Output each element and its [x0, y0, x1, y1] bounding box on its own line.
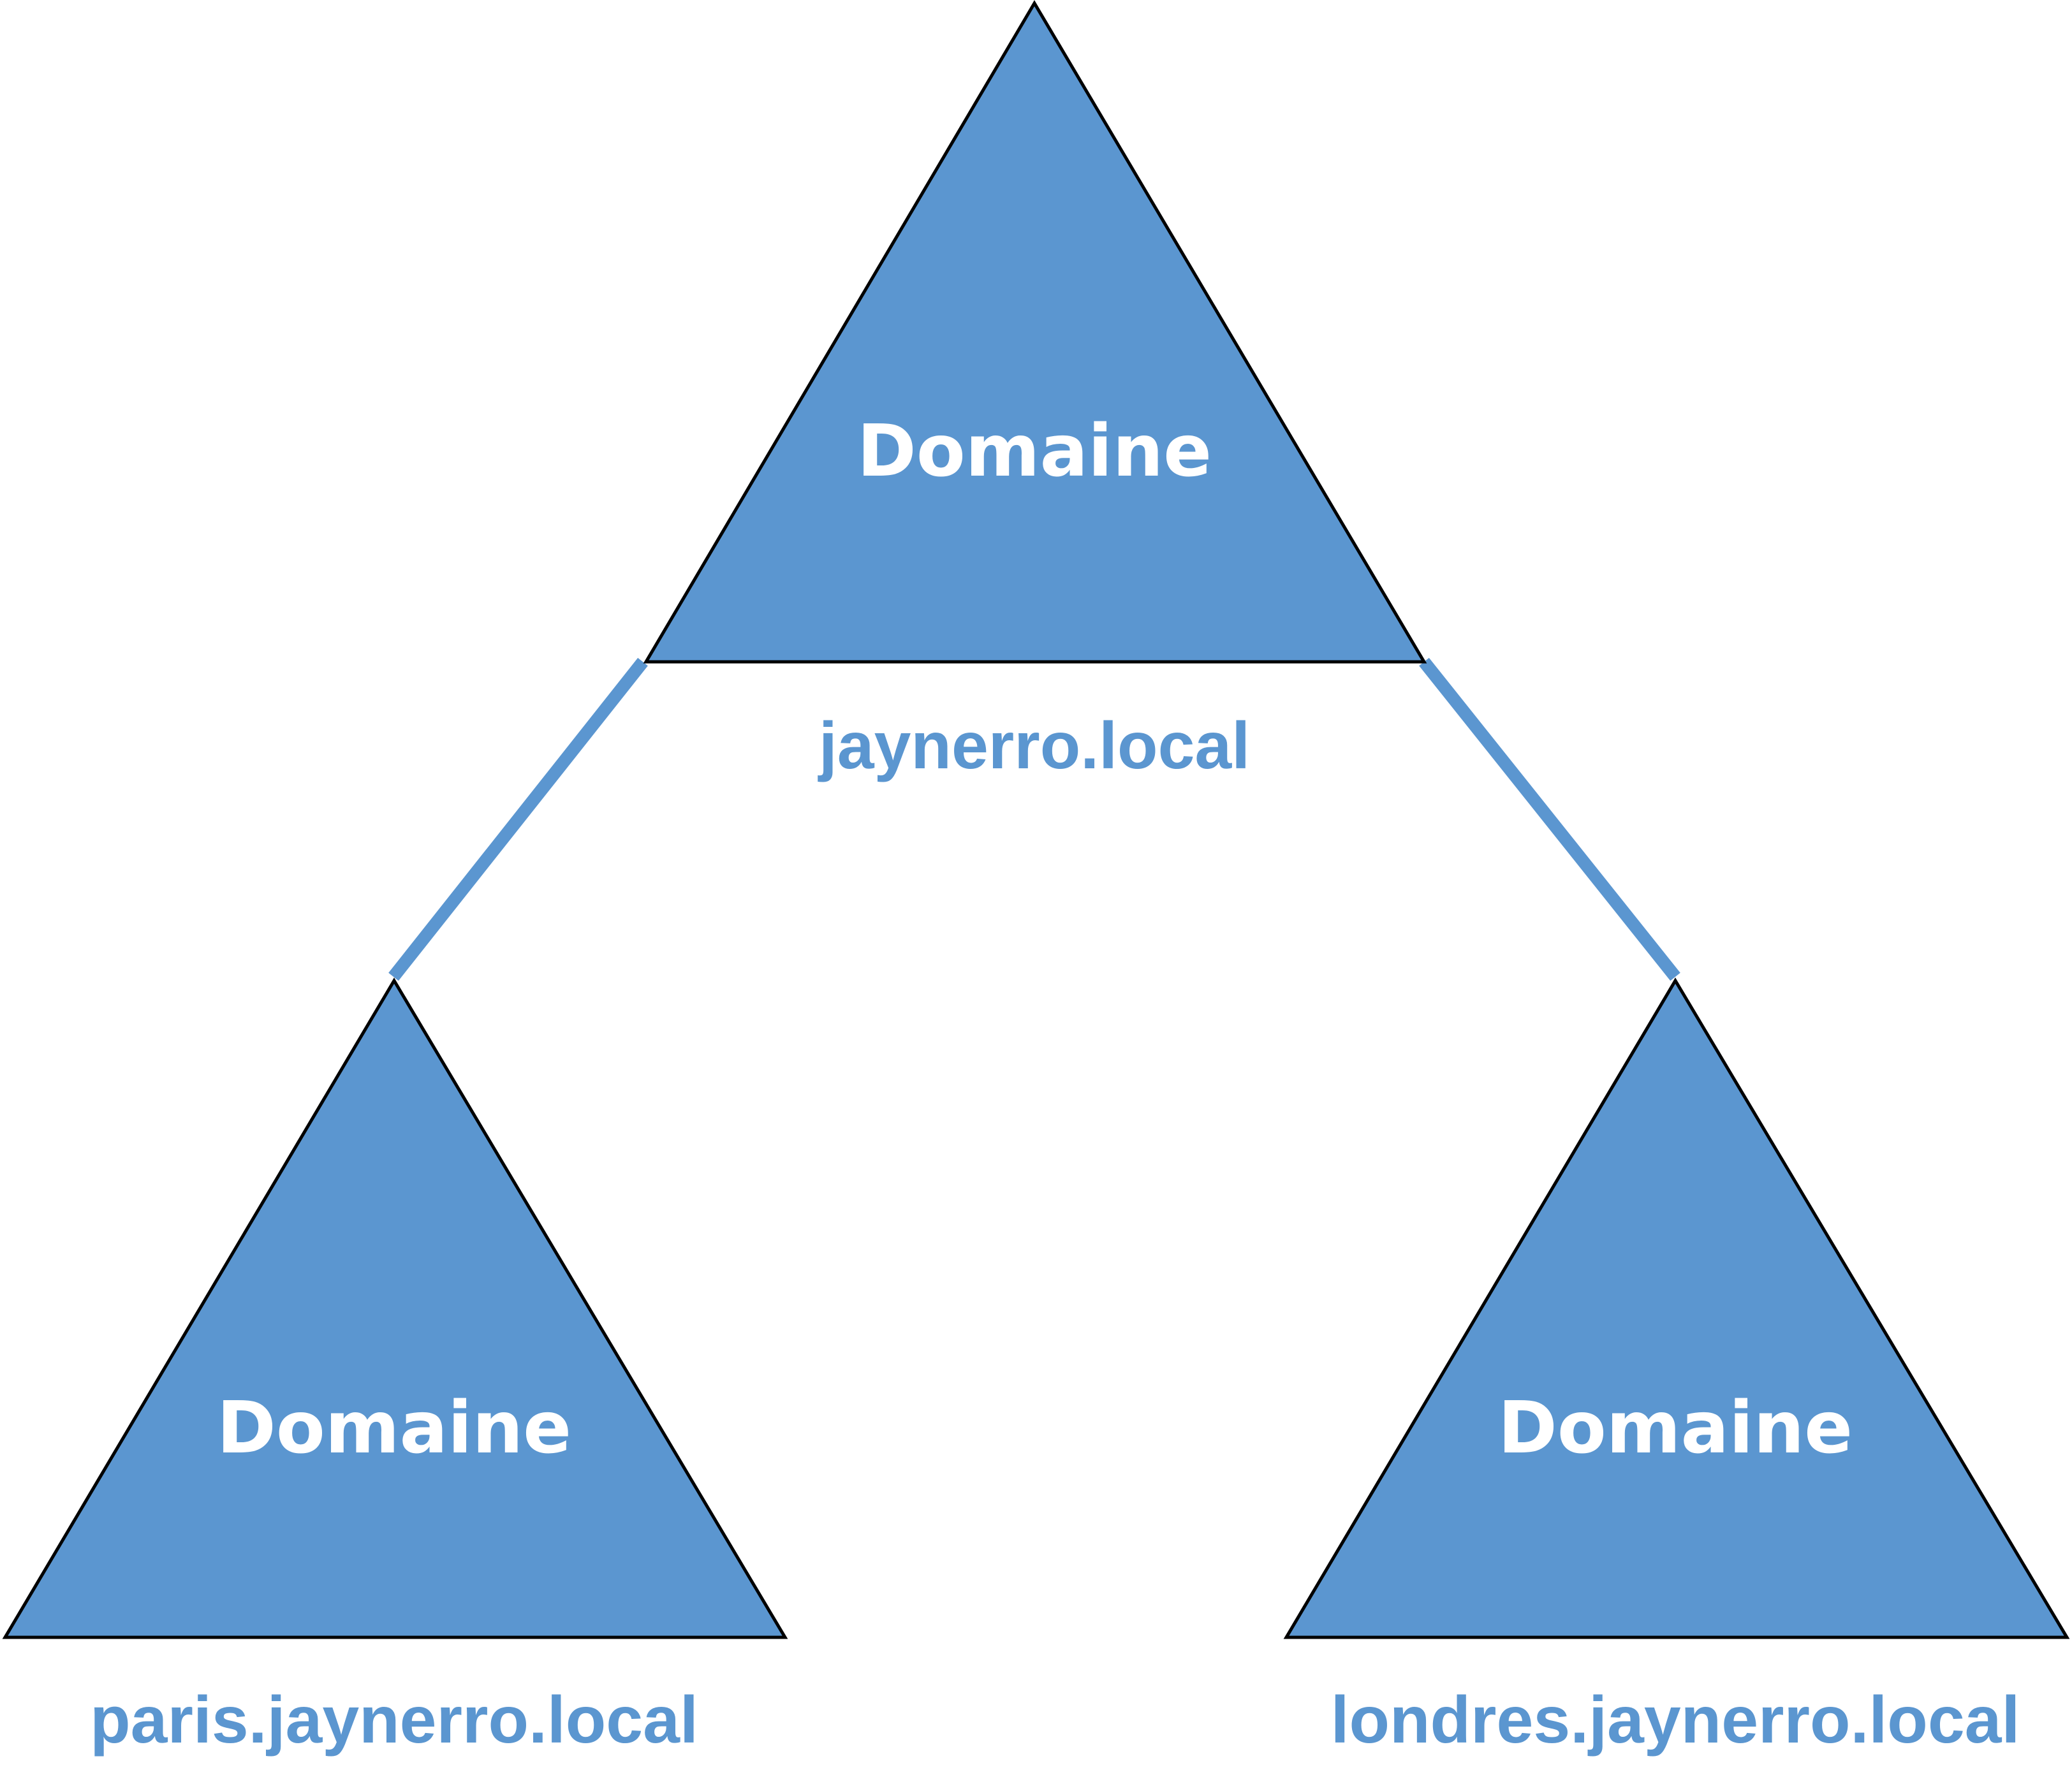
paris-domain-label: Domaine: [217, 1387, 571, 1470]
londres-domain-triangle: [1283, 977, 2070, 1639]
paris-domain-name: paris.jaynerro.local: [90, 1683, 698, 1757]
londres-domain-label: Domaine: [1498, 1387, 1853, 1470]
londres-domain-node: Domaine: [1283, 977, 2070, 1639]
londres-domain-name: londres.jaynerro.local: [1331, 1683, 2020, 1757]
root-domain-label: Domaine: [857, 410, 1212, 493]
root-domain-triangle: [643, 0, 1427, 664]
paris-domain-triangle: [2, 977, 788, 1639]
paris-domain-node: Domaine: [2, 977, 788, 1639]
connector-root-to-paris: [388, 657, 648, 981]
root-domain-name: jaynerro.local: [818, 709, 1250, 783]
root-domain-node: Domaine: [643, 0, 1427, 664]
connector-root-to-londres: [1419, 657, 1680, 981]
